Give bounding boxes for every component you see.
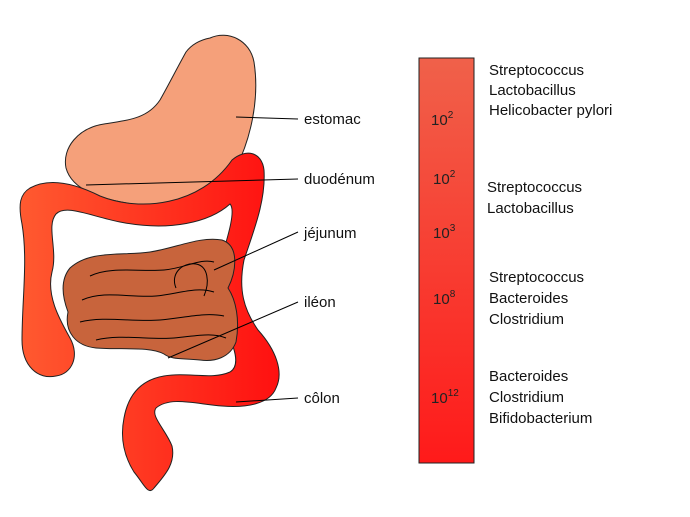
concentration-gradient-bar bbox=[418, 57, 475, 464]
bacteria-name: Streptococcus bbox=[487, 179, 582, 196]
leader-jejunum bbox=[213, 231, 299, 271]
label-duodenum: duodénum bbox=[304, 171, 375, 188]
bacteria-name: Lactobacillus bbox=[489, 82, 576, 99]
bacteria-name: Bifidobacterium bbox=[489, 410, 592, 427]
bacteria-name: Streptococcus bbox=[489, 269, 584, 286]
concentration-level: 102 bbox=[431, 110, 454, 129]
bacteria-group-duodenum-jejunum: Streptococcus Lactobacillus bbox=[487, 179, 582, 217]
bacteria-group-stomach: Streptococcus Lactobacillus Helicobacter… bbox=[489, 62, 612, 119]
small-intestine bbox=[62, 238, 239, 361]
bacteria-name: Bacteroides bbox=[489, 290, 568, 307]
concentration-level: 1012 bbox=[431, 388, 459, 407]
bacteria-group-colon: Bacteroides Clostridium Bifidobacterium bbox=[489, 368, 592, 427]
label-estomac: estomac bbox=[304, 111, 361, 128]
label-colon: côlon bbox=[304, 390, 340, 407]
leader-ileon bbox=[167, 301, 299, 359]
leader-duodenum bbox=[85, 178, 299, 186]
bacteria-name: Clostridium bbox=[489, 389, 564, 406]
label-ileon: iléon bbox=[304, 294, 336, 311]
label-jejunum: jéjunum bbox=[303, 225, 357, 242]
bacteria-name: Bacteroides bbox=[489, 368, 568, 385]
leader-colon bbox=[235, 397, 299, 403]
concentration-level: 103 bbox=[433, 223, 456, 242]
leader-estomac bbox=[235, 116, 299, 120]
bacteria-name: Helicobacter pylori bbox=[489, 102, 612, 119]
concentration-level: 102 bbox=[433, 169, 456, 188]
stomach-shape bbox=[64, 34, 257, 207]
bacteria-name: Lactobacillus bbox=[487, 200, 574, 217]
bacteria-name: Clostridium bbox=[489, 311, 564, 328]
bacteria-name: Streptococcus bbox=[489, 62, 584, 79]
bacteria-group-ileum: Streptococcus Bacteroides Clostridium bbox=[489, 269, 584, 328]
concentration-level: 108 bbox=[433, 289, 456, 308]
